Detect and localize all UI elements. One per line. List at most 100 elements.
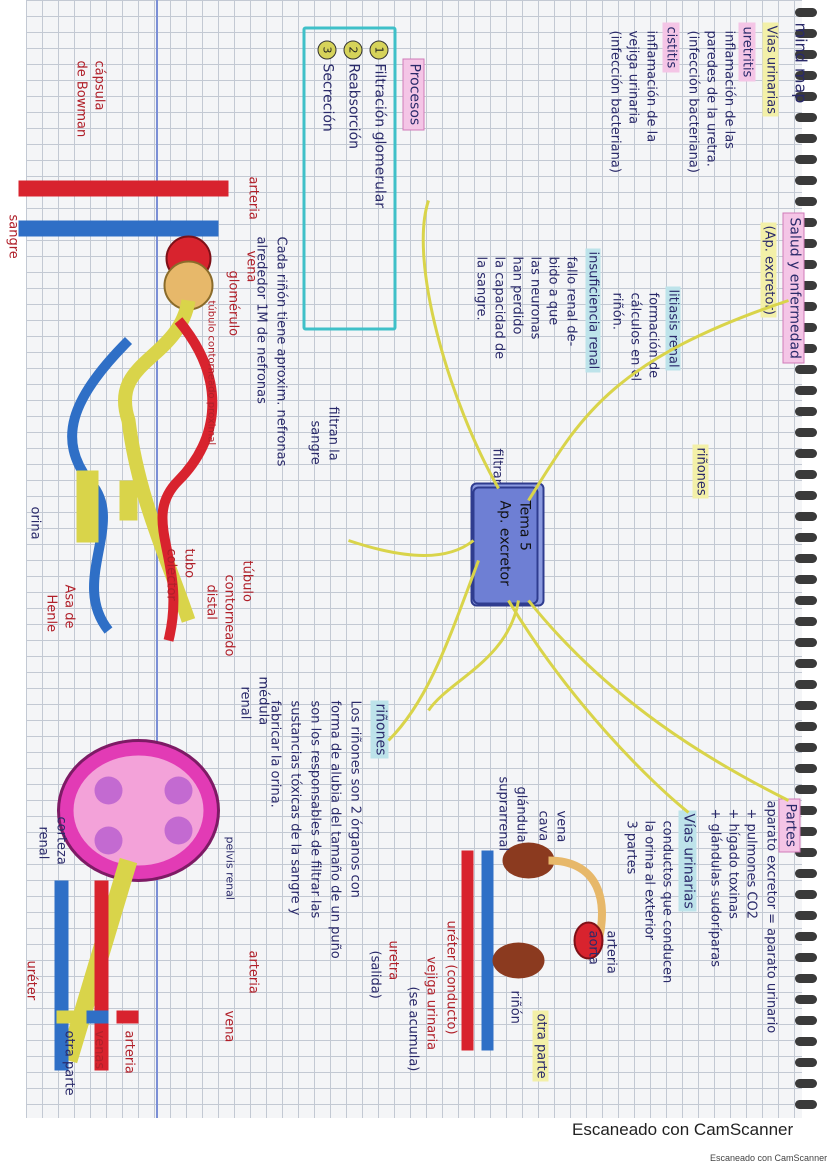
legend-venas: venas	[91, 1030, 106, 1069]
spiral-ring	[795, 344, 817, 353]
connector-vias	[506, 599, 689, 814]
spiral-ring	[795, 512, 817, 521]
system-kidney-left	[502, 842, 554, 878]
spiral-ring	[795, 743, 817, 752]
label-sangre: sangre	[5, 214, 20, 259]
spiral-ring	[795, 869, 817, 878]
spiral-ring	[795, 638, 817, 647]
label-vejiga-2: (se acumula)	[405, 986, 420, 1071]
legend-swatch-otra	[56, 1010, 78, 1023]
label-asa-1: Asa de	[61, 584, 76, 629]
spiral-ring	[795, 974, 817, 983]
spiral-ring	[795, 323, 817, 332]
legend-arteria: arteria	[121, 1030, 136, 1074]
label-pelvis: pelvis renal	[223, 836, 236, 900]
system-aorta	[461, 850, 473, 1050]
spiral-ring	[795, 470, 817, 479]
legend-swatch-venas	[86, 1010, 108, 1023]
label-arteria: arteria	[245, 176, 260, 220]
urinary-system-diagram	[461, 842, 606, 1050]
kidney-diagram	[54, 738, 220, 1070]
spiral-ring	[795, 596, 817, 605]
spiral-ring	[795, 260, 817, 269]
label-uretra-2: (salida)	[367, 950, 382, 999]
spiral-ring	[795, 197, 817, 206]
spiral-ring	[795, 428, 817, 437]
label-otra-parte-sys: otra parte	[531, 1010, 548, 1082]
system-ureter	[547, 856, 606, 941]
label-rinon-sys: riñón	[507, 990, 522, 1024]
spiral-ring	[795, 92, 817, 101]
legend-swatch-arteria	[116, 1010, 138, 1023]
spiral-ring	[795, 785, 817, 794]
spiral-ring	[795, 722, 817, 731]
spiral-ring	[795, 764, 817, 773]
label-capsula: cápsula	[91, 60, 106, 110]
spiral-ring	[795, 1058, 817, 1067]
spiral-ring	[795, 71, 817, 80]
spiral-ring	[795, 8, 817, 17]
spiral-ring	[795, 176, 817, 185]
connector-salud	[526, 298, 789, 501]
label-arteria-sys-1: arteria	[603, 930, 618, 974]
label-vena-cava-1: vena	[553, 810, 568, 842]
spiral-ring	[795, 953, 817, 962]
camscanner-footer-small: Escaneado con CamScanner	[710, 1153, 828, 1163]
system-vena-cava	[481, 850, 493, 1050]
spiral-ring	[795, 554, 817, 563]
label-tubulo-distal-2: contorneado	[221, 574, 236, 656]
label-orina: orina	[27, 506, 42, 540]
label-vena: vena	[243, 250, 258, 282]
label-medula-1: médula	[255, 676, 270, 725]
notebook-spiral-binding	[795, 0, 828, 1118]
spiral-ring	[795, 680, 817, 689]
label-arteria-sys-2: aorta	[585, 930, 600, 965]
spiral-ring	[795, 491, 817, 500]
label-tubulo-prox: túbulo contorneado proximal	[205, 300, 216, 445]
label-glandula-1: glándula	[513, 786, 528, 843]
kidney-pyramid-3	[94, 776, 122, 804]
label-glandula-2: suprarrenal	[495, 776, 510, 851]
label-tubulo-distal-3: distal	[203, 584, 218, 620]
label-corteza-2: renal	[35, 826, 50, 859]
spiral-ring	[795, 134, 817, 143]
connector-partes	[526, 599, 789, 802]
system-bladder	[573, 921, 603, 959]
nephron-artery	[18, 180, 228, 196]
spiral-ring	[795, 386, 817, 395]
spiral-ring	[795, 659, 817, 668]
system-kidney-right	[492, 942, 544, 978]
label-asa-2: Henle	[43, 594, 58, 632]
label-tubo-1: tubo	[181, 548, 196, 578]
spiral-ring	[795, 365, 817, 374]
margin-line	[156, 0, 158, 1118]
spiral-ring	[795, 1016, 817, 1025]
spiral-ring	[795, 281, 817, 290]
spiral-ring	[795, 617, 817, 626]
label-vena-kidney: vena	[221, 1010, 236, 1042]
spiral-ring	[795, 50, 817, 59]
spiral-ring	[795, 932, 817, 941]
spiral-ring	[795, 29, 817, 38]
spiral-ring	[795, 701, 817, 710]
connector-rinones-2	[426, 599, 520, 711]
label-glomerulo: glomérulo	[225, 270, 240, 336]
kidney-pyramid-4	[94, 826, 122, 854]
nephron-vein	[18, 220, 218, 236]
spiral-ring	[795, 533, 817, 542]
label-ureter: uréter	[23, 960, 38, 1000]
spiral-ring	[795, 113, 817, 122]
spiral-ring	[795, 575, 817, 584]
nephron-diagram	[18, 180, 228, 642]
spiral-ring	[795, 827, 817, 836]
connector-procesos	[421, 199, 500, 489]
label-tubulo-distal-1: túbulo	[239, 560, 254, 602]
collecting-tube	[76, 470, 98, 542]
spiral-ring	[795, 995, 817, 1004]
label-vena-cava-2: cava	[535, 810, 550, 841]
connector-rinones	[386, 559, 480, 742]
spiral-ring	[795, 302, 817, 311]
spiral-ring	[795, 890, 817, 899]
